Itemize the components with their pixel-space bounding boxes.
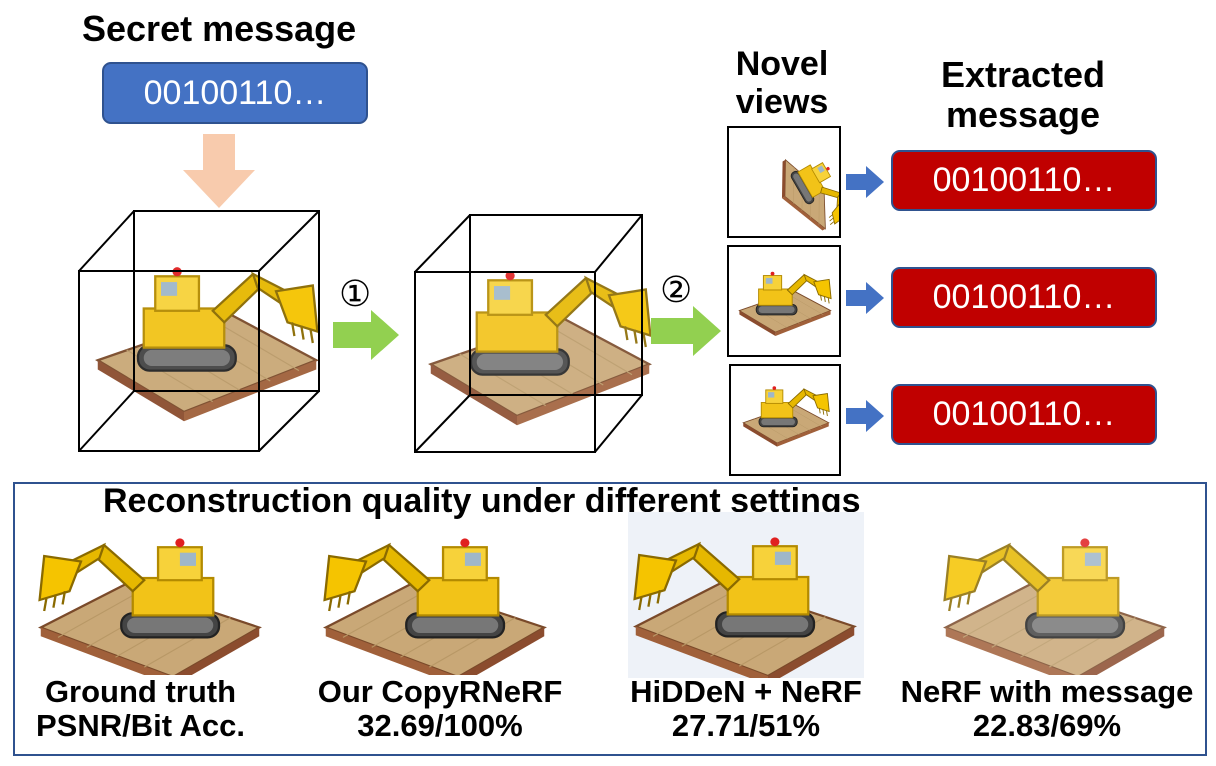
novel-view-2-image bbox=[738, 271, 832, 337]
extract-arrow-1 bbox=[846, 166, 884, 198]
label-hidden-nerf-name: HiDDeN + NeRF bbox=[630, 674, 862, 709]
label-ground-truth-metric: PSNR/Bit Acc. bbox=[36, 708, 246, 743]
extracted-title-line2: message bbox=[945, 94, 1101, 135]
novel-view-3 bbox=[729, 364, 841, 476]
label-nerf-with-message-metric: 22.83/69% bbox=[972, 708, 1122, 743]
label-ground-truth-name: Ground truth bbox=[44, 674, 237, 709]
label-copyrnerf: Our CopyRNeRF 32.69/100% bbox=[304, 675, 576, 743]
label-hidden-nerf-metric: 27.71/51% bbox=[671, 708, 821, 743]
render-hidden-nerf bbox=[628, 512, 864, 678]
step-2-marker: ② bbox=[660, 269, 693, 310]
novel-view-2 bbox=[727, 245, 841, 357]
step-1-arrow bbox=[333, 310, 399, 360]
step-1-marker: ① bbox=[339, 273, 372, 314]
render-ground-truth bbox=[38, 537, 261, 675]
render-copyrnerf bbox=[323, 537, 546, 675]
reconstruction-quality-panel bbox=[13, 482, 1207, 756]
label-nerf-with-message-name: NeRF with message bbox=[900, 674, 1194, 709]
embed-down-arrow bbox=[183, 134, 255, 208]
novel-views-title-line1: Novel bbox=[735, 45, 829, 83]
label-copyrnerf-name: Our CopyRNeRF bbox=[317, 674, 563, 709]
label-copyrnerf-metric: 32.69/100% bbox=[357, 708, 523, 743]
label-hidden-nerf: HiDDeN + NeRF 27.71/51% bbox=[617, 675, 875, 743]
extracted-title-line1: Extracted bbox=[940, 54, 1106, 95]
novel-views-title: Novel views bbox=[732, 45, 832, 121]
extract-arrow-3 bbox=[846, 400, 884, 432]
extracted-message-3: 00100110… bbox=[891, 384, 1157, 445]
nerf-cube-original bbox=[78, 210, 320, 452]
extracted-message-title: Extracted message bbox=[900, 55, 1146, 135]
nerf-cube-watermarked bbox=[414, 214, 652, 453]
novel-view-3-image bbox=[742, 385, 830, 448]
label-ground-truth: Ground truth PSNR/Bit Acc. bbox=[36, 675, 245, 743]
label-nerf-with-message: NeRF with message 22.83/69% bbox=[888, 675, 1206, 743]
step-2-arrow bbox=[651, 306, 721, 356]
novel-view-1-image bbox=[765, 142, 839, 236]
extracted-message-1: 00100110… bbox=[891, 150, 1157, 211]
secret-message-bits: 00100110… bbox=[102, 62, 368, 124]
extract-arrow-2 bbox=[846, 282, 884, 314]
secret-message-title: Secret message bbox=[82, 8, 357, 49]
novel-views-title-line2: views bbox=[735, 83, 829, 121]
extracted-message-2: 00100110… bbox=[891, 267, 1157, 328]
novel-view-1 bbox=[727, 126, 841, 238]
render-nerf-with-message bbox=[943, 537, 1166, 675]
